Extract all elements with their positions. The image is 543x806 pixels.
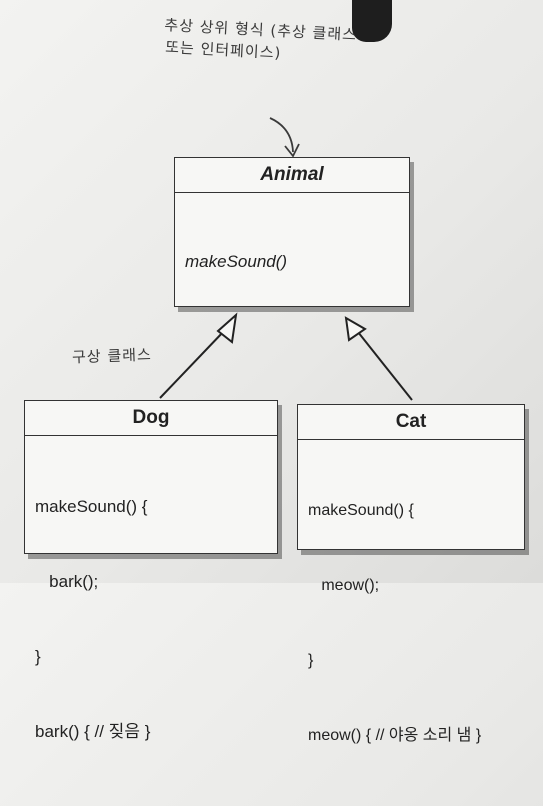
cat-method-list: makeSound() { meow(); } meow() { // 야옹 소… [298,440,524,806]
dog-code-line: bark() { // 짖음 } [35,722,151,741]
dog-code-line: bark(); [35,572,99,591]
annotation-arrow [269,117,294,153]
animal-class-box: Animal makeSound() [174,157,410,307]
dog-class-box: Dog makeSound() { bark(); } bark() { // … [24,400,278,741]
animal-method: makeSound() [185,252,288,271]
cat-code-line: makeSound() { [308,502,414,519]
cat-code-line: meow(); [308,577,380,594]
decorative-shoe-shape [352,0,392,42]
concrete-class-annotation: 구상 클래스 [71,345,153,367]
cat-class-box: Cat makeSound() { meow(); } meow() { // … [297,404,525,744]
dog-inheritance-line [159,329,226,399]
dog-inheritance-triangle [216,312,238,344]
dog-class-name: Dog [25,401,277,436]
cat-code-line: } [308,652,314,669]
cat-inheritance-line [357,331,413,401]
dog-code-line: makeSound() { [35,497,148,516]
animal-method-list: makeSound() [175,193,409,332]
cat-inheritance-triangle [344,316,367,342]
cat-class-name: Cat [298,405,524,440]
dog-method-list: makeSound() { bark(); } bark() { // 짖음 } [25,436,277,802]
annotation-arrowhead [284,143,300,158]
connector-lines [159,117,413,401]
dog-code-line: } [35,647,41,666]
cat-code-line: meow() { // 야옹 소리 냄 } [308,727,482,744]
animal-class-name: Animal [175,158,409,193]
